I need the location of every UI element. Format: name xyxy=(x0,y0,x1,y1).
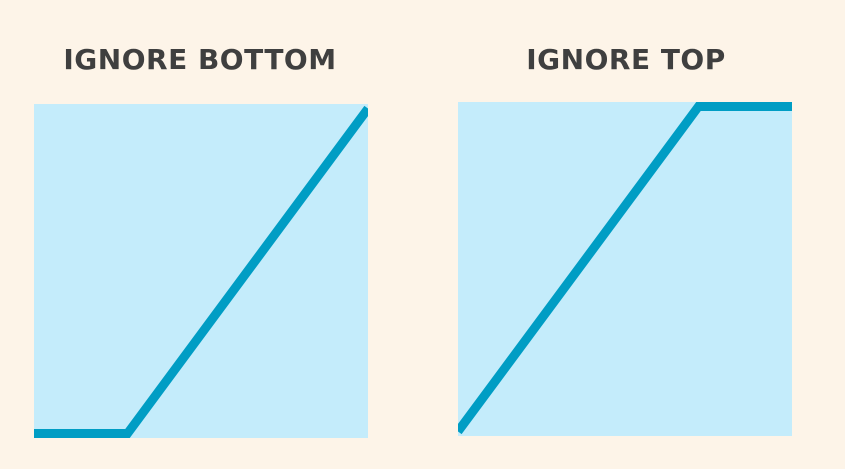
plot-ignore-bottom xyxy=(34,104,368,438)
panel-title-ignore-bottom: IGNORE BOTTOM xyxy=(63,43,337,76)
plot-background xyxy=(34,104,368,438)
panel-title-ignore-top: IGNORE TOP xyxy=(526,43,726,76)
plot-background xyxy=(458,102,792,436)
levels-curve xyxy=(458,102,792,435)
levels-curve xyxy=(34,105,368,438)
plot-ignore-top xyxy=(458,102,792,436)
